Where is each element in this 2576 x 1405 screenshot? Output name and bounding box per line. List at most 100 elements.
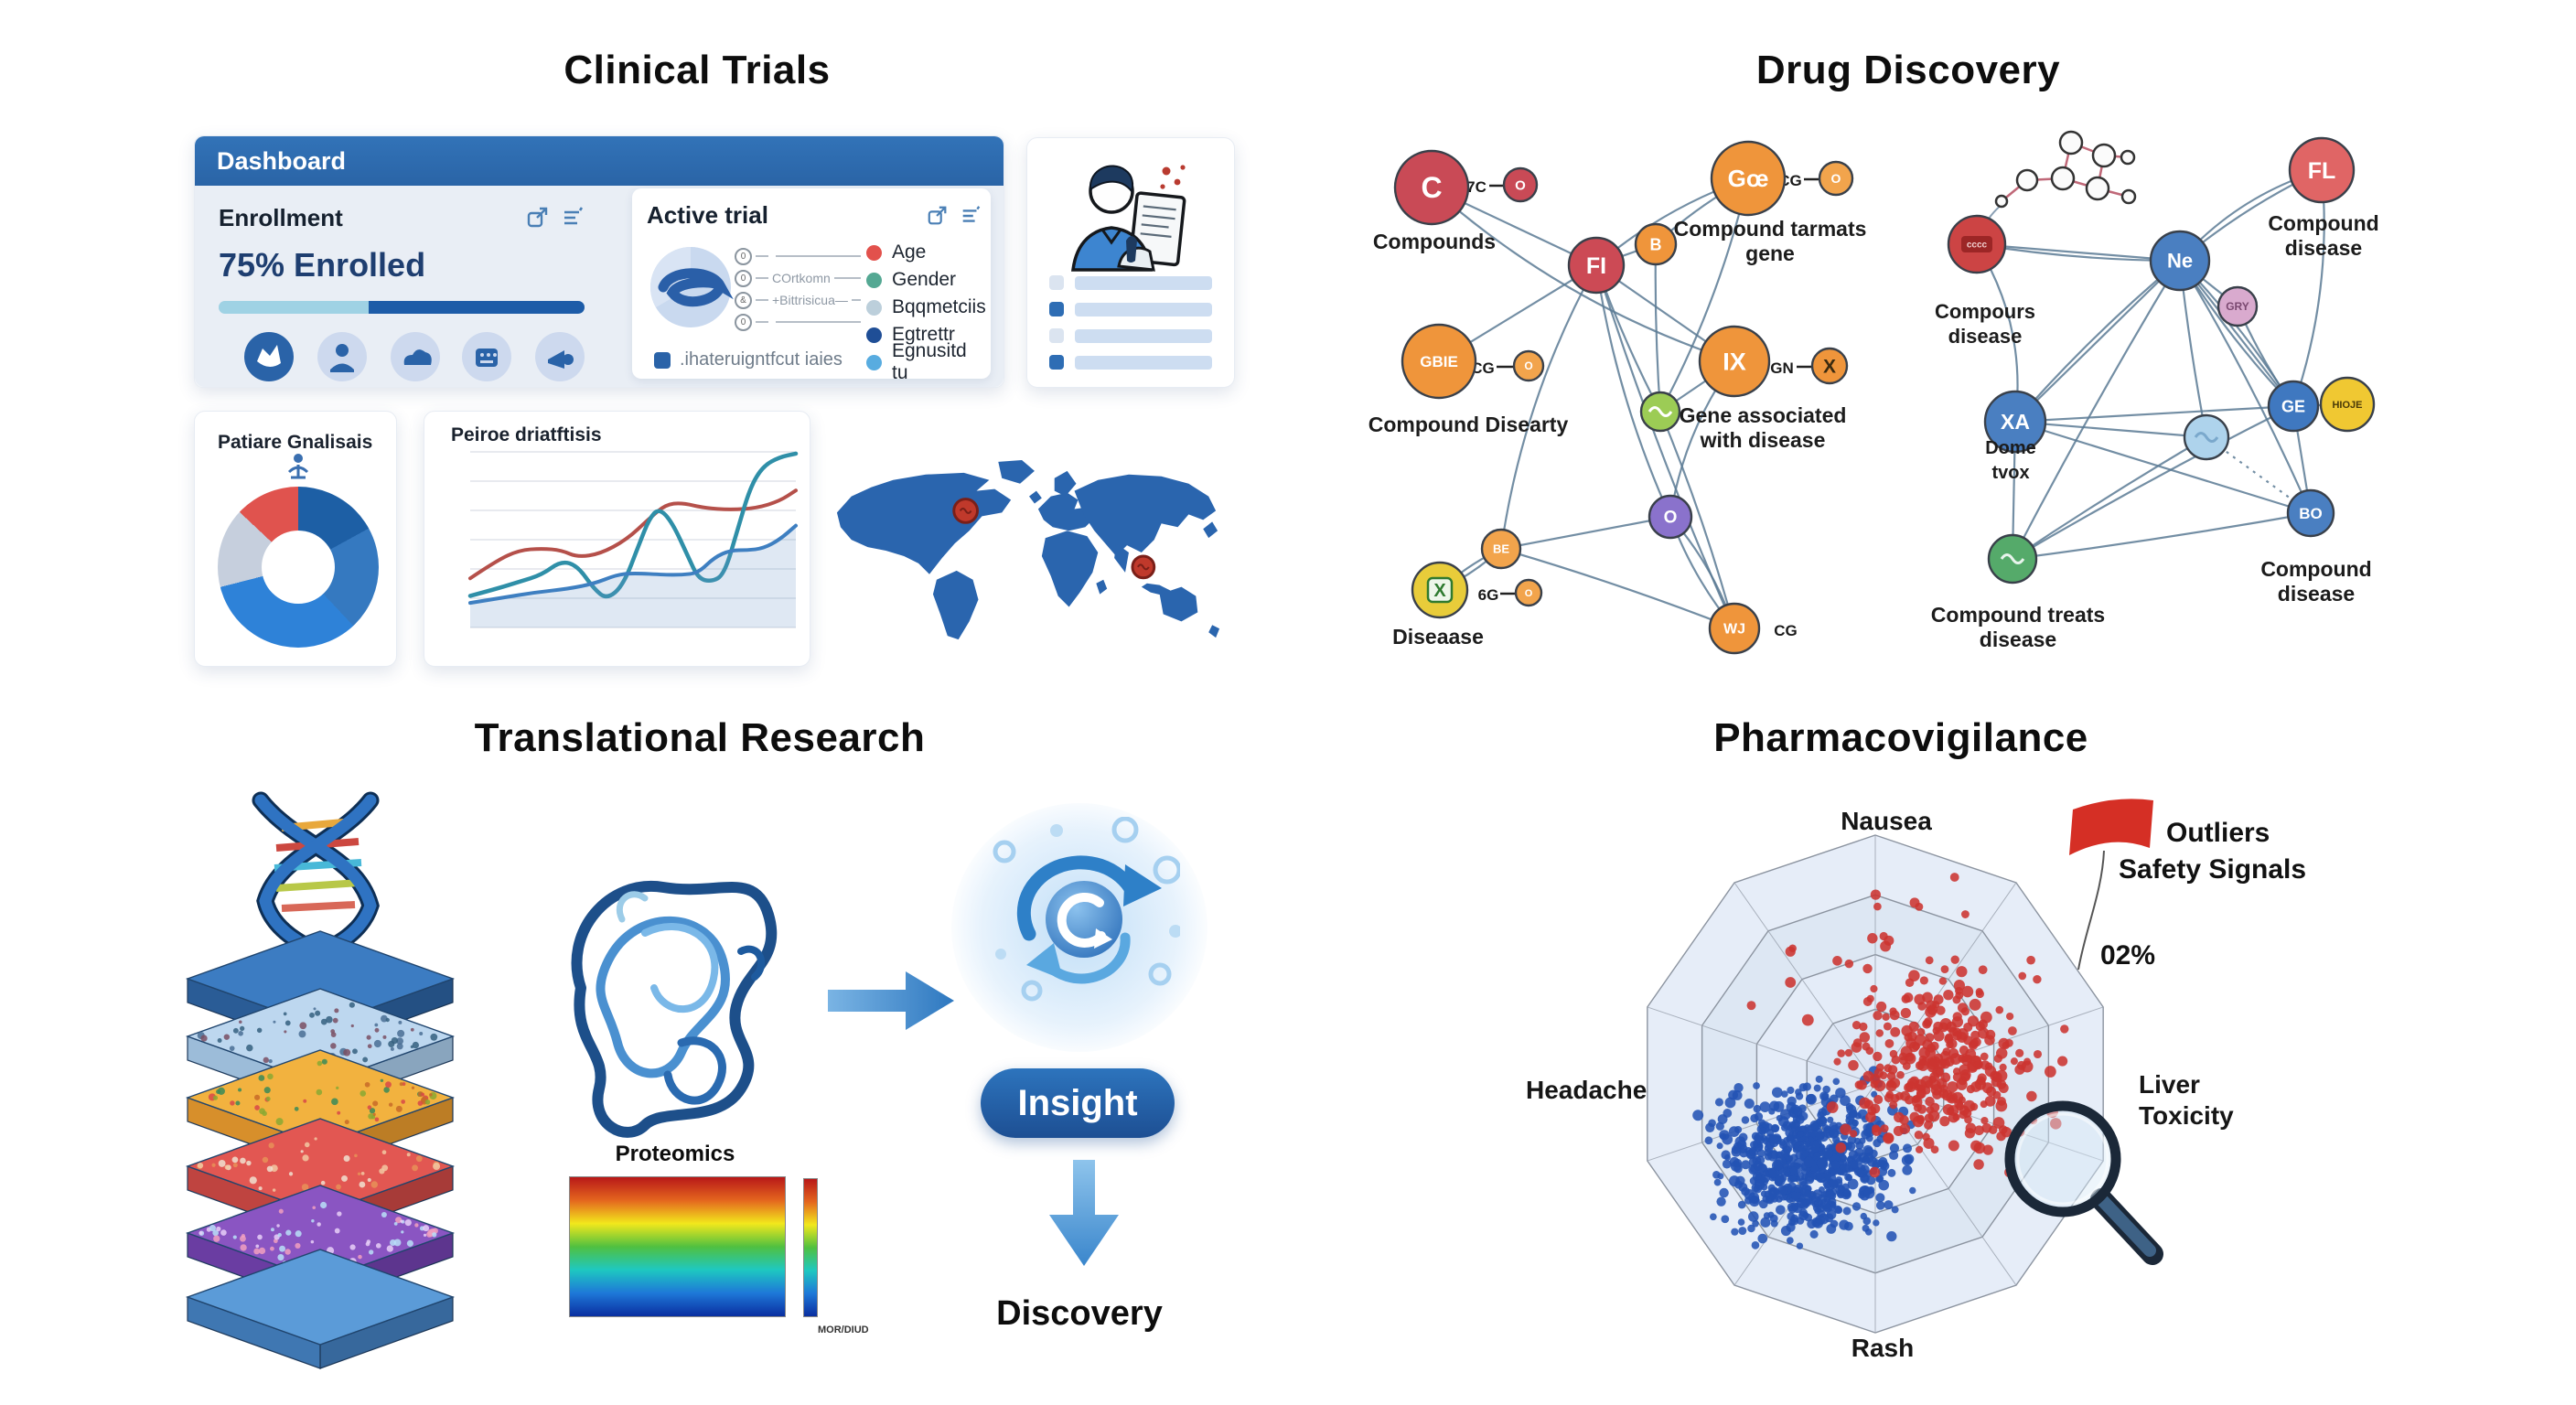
svg-text:disease: disease bbox=[1980, 627, 2056, 651]
outliers-label: Outliers bbox=[2166, 818, 2270, 848]
svg-text:Ne: Ne bbox=[2167, 250, 2193, 273]
outlier-flag-icon bbox=[2069, 799, 2153, 855]
svg-text:gene: gene bbox=[1745, 241, 1795, 265]
svg-text:with disease: with disease bbox=[1700, 428, 1826, 452]
legend-item: Age bbox=[866, 241, 987, 263]
network-node: GE bbox=[2267, 380, 2320, 433]
network-node: O bbox=[1818, 160, 1854, 197]
chart-icon[interactable] bbox=[244, 332, 294, 381]
svg-text:Dome: Dome bbox=[1985, 438, 2036, 458]
person-icon[interactable] bbox=[317, 332, 367, 381]
network-label: Compound Disearty bbox=[1368, 413, 1569, 436]
svg-text:tvox: tvox bbox=[1991, 463, 2029, 483]
patient-analysis-card: Patiare Gnalisais bbox=[194, 411, 397, 667]
axis-label-toxicity: Toxicity bbox=[2139, 1101, 2234, 1130]
svg-text:Diseaase: Diseaase bbox=[1392, 625, 1484, 649]
network-node: O bbox=[1514, 578, 1543, 607]
legend-item: Egnusitd tu bbox=[866, 340, 987, 383]
svg-text:6G: 6G bbox=[1478, 586, 1499, 604]
svg-text:XA: XA bbox=[2001, 410, 2030, 434]
dashboard-header: Dashboard bbox=[195, 136, 1004, 186]
axis-label-liver: Liver bbox=[2139, 1070, 2200, 1099]
clinical-trials-title: Clinical Trials bbox=[564, 48, 831, 92]
protein-structure-icon bbox=[571, 880, 778, 1138]
enrollment-progress-bar bbox=[219, 301, 585, 314]
y-axis-ticks bbox=[435, 445, 465, 635]
list-item bbox=[1049, 275, 1212, 290]
clinician-card bbox=[1026, 137, 1235, 388]
dashboard-card: Dashboard Enrollment 75% Enrolled bbox=[194, 135, 1004, 388]
drug-discovery-title: Drug Discovery bbox=[1755, 48, 2061, 92]
legend-item: Bqqmetciis bbox=[866, 296, 987, 318]
svg-text:disease: disease bbox=[2285, 236, 2362, 260]
menu-icon[interactable] bbox=[561, 206, 585, 230]
proteomics-title: Proteomics bbox=[615, 1142, 735, 1166]
discovery-label: Discovery bbox=[996, 1294, 1163, 1333]
network-node: O bbox=[1502, 166, 1539, 203]
svg-text:C: C bbox=[1421, 171, 1442, 204]
proteomics-heatmap bbox=[569, 1176, 786, 1317]
pharmacovigilance-title: Pharmacovigilance bbox=[1713, 715, 2088, 760]
pct-annotation: 02% bbox=[2100, 940, 2156, 971]
svg-text:X: X bbox=[1433, 581, 1446, 601]
network-node: cccc bbox=[1947, 214, 2007, 274]
menu-icon[interactable] bbox=[960, 205, 982, 227]
footnote-text: .ihateruigntfcut iaies bbox=[680, 349, 843, 370]
svg-text:Compours: Compours bbox=[1935, 300, 2035, 323]
scatter-cluster-outlier-reports bbox=[1746, 873, 2043, 1070]
network-node: FI bbox=[1567, 236, 1626, 295]
list-item bbox=[1049, 328, 1212, 343]
donut-callouts: 0 0 COrtkomn & +Bittrisicua— bbox=[735, 247, 861, 337]
svg-text:disease: disease bbox=[1948, 325, 2023, 348]
share-icon[interactable] bbox=[526, 206, 550, 230]
svg-text:CG: CG bbox=[1774, 622, 1798, 639]
enrollment-section: Enrollment 75% Enrolled bbox=[219, 198, 621, 387]
svg-text:CG: CG bbox=[1471, 359, 1495, 377]
donut-legend: Age Gender Bqqmetciis Egtrettr Egnusitd … bbox=[866, 241, 987, 383]
network-node bbox=[1639, 391, 1681, 433]
heatmap-colorbar bbox=[803, 1178, 818, 1317]
network-node: C bbox=[1393, 149, 1470, 226]
omics-stack bbox=[185, 791, 456, 1369]
patient-analysis-title: Patiare Gnalisais bbox=[218, 432, 373, 453]
donut-callout: 0 COrtkomn bbox=[735, 269, 861, 287]
legend-item: Egtrettr bbox=[866, 324, 987, 346]
translational-research-title: Translational Research bbox=[474, 715, 926, 760]
axis-label-rash: Rash bbox=[1851, 1334, 1915, 1362]
svg-text:HIOJE: HIOJE bbox=[2332, 400, 2362, 411]
active-trial-card: Active trial 0 0 bbox=[632, 188, 991, 383]
network-node: WJ bbox=[1708, 602, 1761, 655]
radar-grid bbox=[1647, 834, 2104, 1334]
patient-trend-card: Peiroe driatftisis bbox=[424, 411, 810, 667]
axis-label-headache: Headache bbox=[1526, 1076, 1648, 1104]
svg-text:cccc: cccc bbox=[1967, 241, 1988, 251]
network-node: BE bbox=[1480, 528, 1522, 570]
flow-down-arrow bbox=[1049, 1160, 1119, 1266]
svg-text:FL: FL bbox=[2308, 158, 2336, 184]
network-node: Ne bbox=[2149, 230, 2211, 292]
svg-text:Compounds: Compounds bbox=[1373, 230, 1496, 253]
dashboard-body: Enrollment 75% Enrolled bbox=[195, 186, 1004, 387]
insight-button[interactable]: Insight bbox=[981, 1068, 1175, 1138]
donut-callout: 0 bbox=[735, 247, 861, 265]
cloud-icon[interactable] bbox=[391, 332, 440, 381]
svg-text:BE: BE bbox=[1493, 542, 1509, 556]
trial-footnote: .ihateruigntfcut iaies bbox=[654, 349, 843, 370]
network-node: HIOJE bbox=[2319, 376, 2376, 433]
dashboard-header-label: Dashboard bbox=[217, 146, 347, 175]
building-icon[interactable] bbox=[462, 332, 511, 381]
omics-layer bbox=[185, 1249, 456, 1369]
network-node: B bbox=[1634, 222, 1678, 266]
network-node: FL bbox=[2288, 136, 2356, 204]
scatter-cluster-signal-reports bbox=[1826, 965, 2069, 1178]
megaphone-icon[interactable] bbox=[535, 332, 585, 381]
network-node: O bbox=[1512, 349, 1545, 382]
safety-radar-chart bbox=[1647, 799, 2163, 1334]
share-icon[interactable] bbox=[927, 205, 949, 227]
svg-text:X: X bbox=[1823, 356, 1836, 377]
magnifier-icon[interactable] bbox=[2004, 1100, 2163, 1265]
